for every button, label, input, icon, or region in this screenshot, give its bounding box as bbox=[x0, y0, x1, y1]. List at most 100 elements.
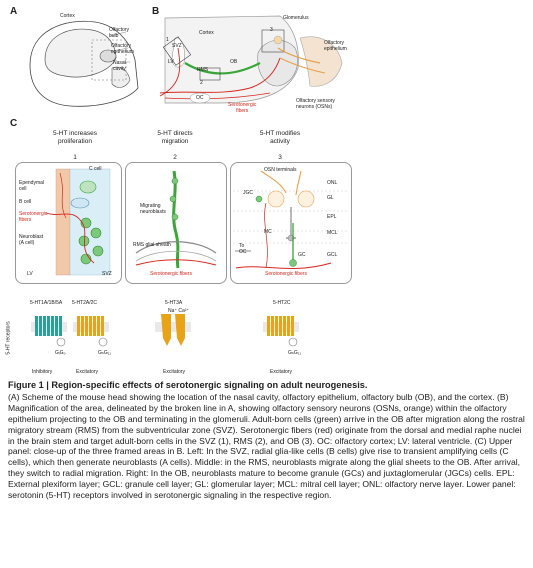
serotonergic-fiber bbox=[59, 172, 67, 219]
column-1-header: 5-HT increases proliferation bbox=[53, 130, 97, 145]
head-outline bbox=[29, 20, 139, 107]
osn-axons bbox=[279, 57, 326, 74]
neuroblast bbox=[171, 213, 179, 221]
serotonergic-label-2: Serotonergic fibers bbox=[150, 271, 192, 277]
gpcr-excitatory-receptor bbox=[77, 316, 104, 336]
olfactory-epithelium-region bbox=[299, 36, 343, 87]
panel-b-oc-label: OC bbox=[196, 95, 204, 101]
glomerulus-circle bbox=[267, 190, 285, 208]
b-cell bbox=[70, 197, 90, 209]
panel-b-osns-label: Olfactory sensory neurons (OSNs) bbox=[296, 98, 335, 110]
juxtaglomerular-cell bbox=[255, 195, 263, 203]
receptor-1-type: Inhibitory bbox=[32, 369, 53, 375]
serotonergic-fiber bbox=[45, 212, 95, 264]
panel-a-cortex-label: Cortex bbox=[60, 13, 75, 19]
framed-area-2 bbox=[199, 67, 221, 81]
serotonergic-fiber bbox=[160, 57, 281, 94]
leader-line bbox=[117, 47, 129, 51]
olfactory-cortex-region bbox=[189, 92, 211, 104]
onl-label: ONL bbox=[327, 180, 338, 186]
migrating-label: Migrating neuroblasts bbox=[140, 203, 166, 215]
panel-b-olfactory-epithelium-label: Olfactory epithelium bbox=[324, 40, 347, 52]
panel-b-serotonergic-label: Serotonergic fibers bbox=[228, 102, 257, 114]
receptor-drawings bbox=[31, 314, 299, 347]
ob-closeup-drawing bbox=[233, 170, 347, 270]
migrating-neuroblast-chain bbox=[172, 170, 180, 269]
serotonergic-fiber bbox=[135, 259, 217, 266]
neuroblast-label: Neuroblast (A cell) bbox=[19, 234, 44, 246]
panel-b-number-3: 3 bbox=[270, 27, 273, 33]
column-2-header: 5-HT directs migration bbox=[157, 130, 193, 145]
panel-a-nasal-cavity-label: Nasal cavity bbox=[113, 60, 126, 72]
c-cell bbox=[79, 180, 97, 194]
nasal-cavity-shape bbox=[111, 66, 131, 88]
receptor-3-ions: Na⁺ Ca²⁺ bbox=[168, 308, 190, 314]
panel-b-cortex-label: Cortex bbox=[199, 30, 214, 36]
epl-label: EPL bbox=[327, 214, 337, 220]
neuroblast bbox=[169, 195, 177, 203]
receptor-3-type: Excitatory bbox=[163, 369, 185, 375]
receptor-1-name: 5-HT1A/1B/5A bbox=[30, 300, 63, 306]
panel-b-letter: B bbox=[152, 6, 160, 17]
mc-label: MC bbox=[264, 229, 272, 235]
neuroblast bbox=[171, 177, 179, 185]
receptor-2-name: 5-HT2A/2C bbox=[72, 300, 98, 306]
serotonergic-fiber bbox=[160, 47, 181, 97]
glial-sheath bbox=[135, 241, 217, 254]
serotonergic-fiber bbox=[235, 262, 332, 270]
mitral-cell bbox=[286, 207, 296, 239]
ependymal-layer bbox=[55, 168, 71, 276]
olfactory-bulb-shape bbox=[99, 49, 117, 63]
receptor-1-protein: GᵢGₒ bbox=[55, 350, 66, 356]
panel-b-rms-label: RMS bbox=[197, 67, 209, 73]
panel-c-letter: C bbox=[10, 118, 18, 129]
serotonergic-label-1: Serotonergic fibers bbox=[19, 211, 48, 223]
c-cell-label: C cell bbox=[89, 166, 102, 172]
panel-b-olfactory-scheme bbox=[160, 15, 343, 104]
panel-b-number-2: 2 bbox=[200, 80, 203, 86]
gl-label: GL bbox=[327, 195, 334, 201]
osn-axons bbox=[277, 47, 321, 64]
column-2-number: 2 bbox=[173, 154, 177, 161]
column-3-number: 3 bbox=[278, 154, 282, 161]
gpcr-inhibitory-receptor bbox=[35, 316, 62, 336]
g-protein bbox=[288, 337, 298, 347]
ion-channel-receptor bbox=[161, 314, 171, 346]
jgc-label: JGC bbox=[243, 190, 253, 196]
brain-outline bbox=[44, 28, 117, 78]
glomerulus-circle bbox=[273, 35, 283, 45]
receptor-3-name: 5-HT3A bbox=[165, 300, 183, 306]
gpcr-excitatory-receptor bbox=[267, 316, 294, 336]
receptor-2-protein: GₙG₁₁ bbox=[98, 350, 112, 356]
column-1-number: 1 bbox=[73, 154, 77, 161]
panel-a-olfactory-bulb-label: Olfactory bulb bbox=[109, 27, 130, 39]
receptor-4-type: Excitatory bbox=[270, 369, 292, 375]
receptor-4-protein: GₙG₁₁ bbox=[288, 350, 302, 356]
b-cell-label: B cell bbox=[19, 199, 32, 205]
neuroblast bbox=[78, 235, 90, 247]
panel-a-head-scheme bbox=[29, 20, 139, 107]
serotonergic-label-3: Serotonergic fibers bbox=[265, 271, 307, 277]
neuroblast bbox=[92, 245, 104, 257]
ion-channel-receptor bbox=[175, 314, 185, 346]
svz-label: SVZ bbox=[102, 271, 112, 277]
receptor-axis-label: 5-HT receptors bbox=[5, 321, 12, 355]
panel-b-svz-label: SVZ bbox=[172, 43, 182, 49]
serotonergic-fiber bbox=[264, 202, 268, 269]
panel-a-letter: A bbox=[10, 6, 18, 17]
rms-closeup-drawing bbox=[135, 170, 217, 269]
svz-closeup-drawing bbox=[45, 168, 111, 276]
gcl-label: GCL bbox=[327, 252, 338, 258]
leader-line bbox=[109, 31, 127, 37]
osn-terminals bbox=[260, 170, 287, 194]
panel-b-number-1: 1 bbox=[166, 37, 169, 43]
ependymal-label: Ependymal cell bbox=[19, 180, 45, 192]
neuroblast bbox=[90, 227, 102, 239]
receptor-4-name: 5-HT2C bbox=[273, 300, 291, 306]
receptor-2-type: Excitatory bbox=[76, 369, 98, 375]
glial-sheath bbox=[135, 250, 217, 262]
glomerulus-circle bbox=[297, 190, 315, 208]
magnified-region-box bbox=[91, 39, 127, 81]
g-protein bbox=[56, 337, 66, 347]
membrane bbox=[155, 322, 191, 332]
